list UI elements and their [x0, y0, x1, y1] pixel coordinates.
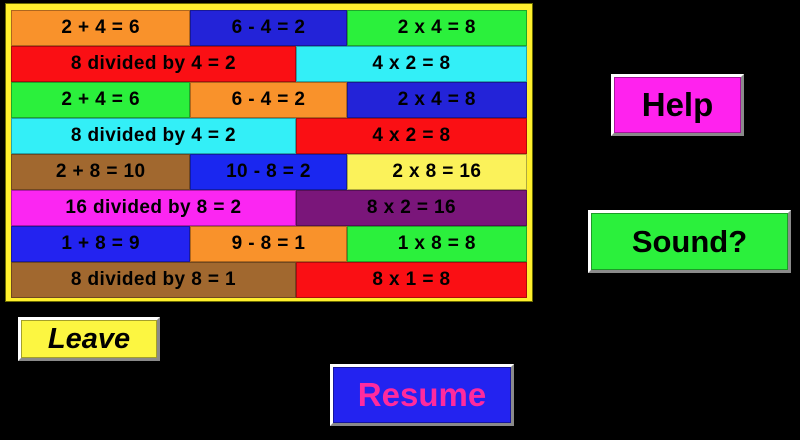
fact-cell-multiplication[interactable]: 4 x 2 = 8 — [295, 118, 527, 154]
help-button[interactable]: Help — [611, 74, 744, 136]
leave-button[interactable]: Leave — [18, 317, 160, 361]
resume-button[interactable]: Resume — [330, 364, 514, 426]
fact-cell-division[interactable]: 8 divided by 4 = 2 — [11, 46, 296, 82]
fact-cell-multiplication[interactable]: 8 x 1 = 8 — [295, 262, 527, 298]
fact-cell-multiplication[interactable]: 4 x 2 = 8 — [295, 46, 527, 82]
sound-button-label: Sound? — [591, 213, 788, 270]
resume-button-label: Resume — [333, 367, 511, 423]
fact-cell-addition[interactable]: 1 + 8 = 9 — [11, 226, 191, 262]
fact-cell-multiplication[interactable]: 2 x 8 = 16 — [346, 154, 527, 190]
leave-button-label: Leave — [21, 320, 157, 358]
sound-button[interactable]: Sound? — [588, 210, 791, 273]
fact-cell-addition[interactable]: 2 + 4 = 6 — [11, 10, 191, 46]
fact-cell-division[interactable]: 8 divided by 8 = 1 — [11, 262, 296, 298]
fact-cell-multiplication[interactable]: 8 x 2 = 16 — [295, 190, 527, 226]
fact-cell-subtraction[interactable]: 6 - 4 = 2 — [190, 82, 347, 118]
fact-cell-addition[interactable]: 2 + 4 = 6 — [11, 82, 191, 118]
fact-cell-multiplication[interactable]: 2 x 4 = 8 — [346, 10, 527, 46]
fact-cell-subtraction[interactable]: 6 - 4 = 2 — [190, 10, 347, 46]
fact-cell-division[interactable]: 8 divided by 4 = 2 — [11, 118, 296, 154]
fact-cell-addition[interactable]: 2 + 8 = 10 — [11, 154, 191, 190]
help-button-label: Help — [614, 77, 741, 133]
fact-cell-subtraction[interactable]: 10 - 8 = 2 — [190, 154, 347, 190]
fact-cell-multiplication[interactable]: 2 x 4 = 8 — [346, 82, 527, 118]
fact-cell-subtraction[interactable]: 9 - 8 = 1 — [190, 226, 347, 262]
fact-cell-multiplication[interactable]: 1 x 8 = 8 — [346, 226, 527, 262]
fact-cell-division[interactable]: 16 divided by 8 = 2 — [11, 190, 296, 226]
